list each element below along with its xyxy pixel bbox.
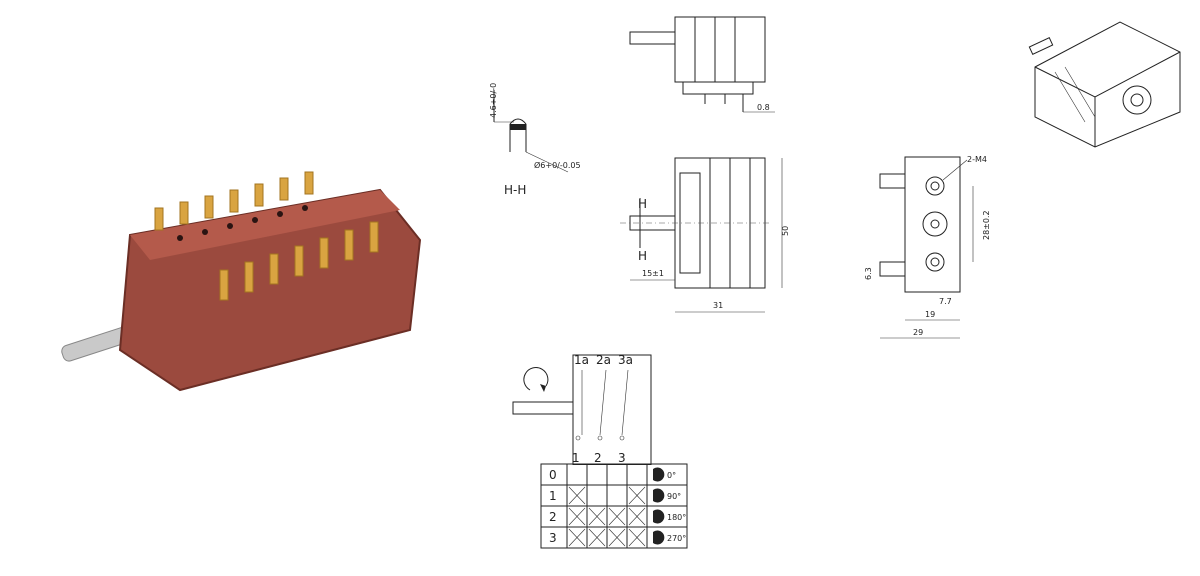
position-label: 2: [549, 510, 557, 524]
side-view-diagram: 2-M4 28±0.2 6.3 7.7 19 29: [864, 155, 991, 339]
terminal-1a-label: 1a: [574, 353, 589, 367]
holes-image: [177, 205, 308, 241]
angle-label: 0°: [667, 471, 676, 480]
hole-spacing-label: 28±0.2: [982, 210, 991, 240]
knob-position-icon: [653, 467, 665, 482]
section-label: H-H: [504, 183, 526, 197]
contact-mark: [608, 507, 626, 526]
knob-position-icon: [653, 509, 665, 524]
knob-position-icon: [653, 530, 665, 545]
housing-top-image: [130, 190, 400, 260]
position-label: 3: [549, 531, 557, 545]
position-label: 1: [549, 489, 557, 503]
section-mark-top: H: [638, 197, 647, 211]
angle-label: 90°: [667, 492, 681, 501]
terminal-3a-label: 3a: [618, 353, 633, 367]
terminal-3-label: 3: [618, 451, 626, 465]
tolerance-label: 4.6+0/-0.05: [489, 82, 498, 118]
height-label: 50: [781, 226, 790, 236]
contact-mark: [588, 507, 606, 526]
front-view-diagram: H H 15±1 31 50: [620, 157, 790, 313]
contact-mark: [628, 486, 646, 505]
rotation-arrow-icon: [523, 367, 549, 391]
terminals-front-image: [219, 221, 379, 301]
wiring-diagram: 1a 2a 3a 1 2 3: [512, 353, 652, 465]
contact-mark: [568, 486, 586, 505]
isometric-diagram: [1028, 21, 1181, 148]
offset-mid-label: 7.7: [939, 297, 952, 306]
angle-label: 180°: [667, 513, 686, 522]
knob-position-icon: [653, 488, 665, 503]
angle-label: 270°: [667, 534, 686, 543]
top-view-diagram: 0.8: [629, 16, 775, 113]
diameter-label: Ø6+0/-0.05: [534, 160, 581, 170]
thread-label: 2-M4: [967, 155, 987, 164]
section-hh-diagram: 4.6+0/-0.05 Ø6+0/-0.05 H-H: [489, 82, 581, 197]
inner-width-label: 19: [925, 310, 935, 319]
terminals-top-image: [154, 171, 314, 231]
terminal-2-label: 2: [594, 451, 602, 465]
offset-small-label: 6.3: [864, 267, 873, 280]
contact-mark: [608, 528, 626, 547]
thickness-label: 0.8: [757, 103, 770, 112]
position-table: 0 0° 1 90° 2 180° 3 270°: [540, 463, 688, 549]
width-label: 31: [713, 301, 723, 310]
shaft-section-shape: [509, 118, 527, 152]
switch-photo: [61, 171, 422, 392]
shaft-length-label: 15±1: [642, 269, 664, 278]
contact-mark: [628, 528, 646, 547]
contact-mark: [568, 507, 586, 526]
outer-width-label: 29: [913, 328, 923, 337]
contact-mark: [588, 528, 606, 547]
contact-mark: [628, 507, 646, 526]
section-mark-bottom: H: [638, 249, 647, 263]
terminal-2a-label: 2a: [596, 353, 611, 367]
terminal-1-label: 1: [572, 451, 580, 465]
contact-mark: [568, 528, 586, 547]
position-label: 0: [549, 468, 557, 482]
